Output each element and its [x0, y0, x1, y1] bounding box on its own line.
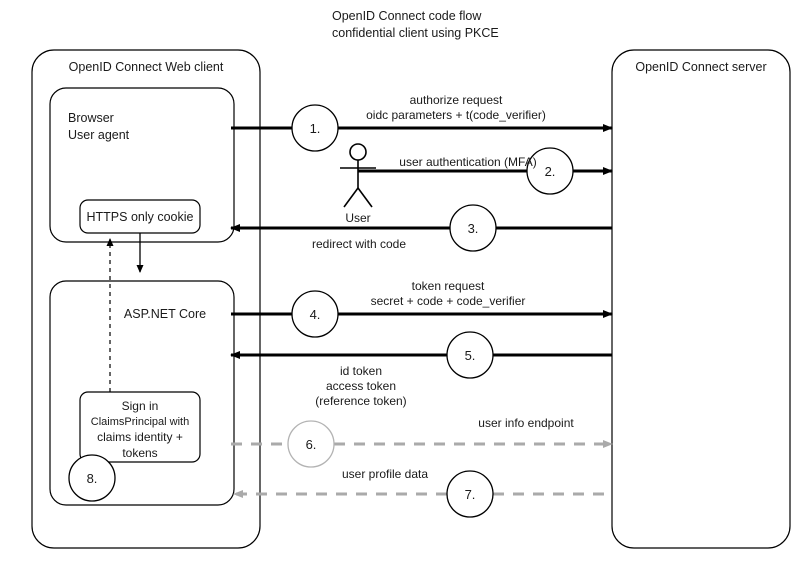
- browser-box-label-line-2: User agent: [68, 128, 130, 142]
- step-2-label: user authentication (MFA): [399, 155, 536, 169]
- client-box-label: OpenID Connect Web client: [69, 60, 224, 74]
- step-5-number: 5.: [465, 348, 476, 363]
- cookie-box-label: HTTPS only cookie: [87, 210, 194, 224]
- step-7-number: 7.: [465, 487, 476, 502]
- step-8-circle: [68, 454, 116, 502]
- browser-box: [49, 87, 235, 243]
- step-3-circle: [449, 204, 497, 252]
- step-6-circle: [287, 420, 335, 468]
- step-6-number: 6.: [306, 437, 317, 452]
- step-1-label-line-2: oidc parameters + t(code_verifier): [366, 108, 546, 122]
- diagram-title-line-1: OpenID Connect code flow: [332, 9, 482, 23]
- step-3-number: 3.: [468, 221, 479, 236]
- step-5-label-line-2: access token: [326, 379, 396, 393]
- aspnet-box-label: ASP.NET Core: [124, 307, 206, 321]
- step-7-circle: [446, 470, 494, 518]
- client-box: [31, 49, 261, 549]
- signin-label-line-3: claims identity +: [97, 430, 183, 444]
- step-1-number: 1.: [310, 121, 321, 136]
- diagram-title-line-2: confidential client using PKCE: [332, 26, 499, 40]
- step-5-circle: [446, 331, 494, 379]
- step-4-label-line-1: token request: [412, 279, 485, 293]
- step-2-circle: [526, 147, 574, 195]
- signin-box: [79, 391, 201, 463]
- step-1-circle: [291, 104, 339, 152]
- step-4-number: 4.: [310, 307, 321, 322]
- server-box: [611, 49, 791, 549]
- server-box-label: OpenID Connect server: [635, 60, 766, 74]
- aspnet-box: [49, 280, 235, 506]
- step-7-label: user profile data: [342, 467, 428, 481]
- step-3-label: redirect with code: [312, 237, 406, 251]
- signin-label-line-1: Sign in: [122, 399, 159, 413]
- step-5-label-line-3: (reference token): [315, 394, 406, 408]
- step-4-label-line-2: secret + code + code_verifier: [371, 294, 526, 308]
- signin-label-line-2: ClaimsPrincipal with: [91, 416, 189, 428]
- step-2-number: 2.: [545, 164, 556, 179]
- signin-label-line-4: tokens: [122, 446, 157, 460]
- step-6-label: user info endpoint: [478, 416, 574, 430]
- stick-figure-icon: [340, 143, 376, 208]
- actor-label: User: [345, 211, 370, 225]
- step-4-circle: [291, 290, 339, 338]
- browser-box-label-line-1: Browser: [68, 111, 114, 125]
- step-1-label-line-1: authorize request: [410, 93, 503, 107]
- step-5-label-line-1: id token: [340, 364, 382, 378]
- step-8-number: 8.: [87, 471, 98, 486]
